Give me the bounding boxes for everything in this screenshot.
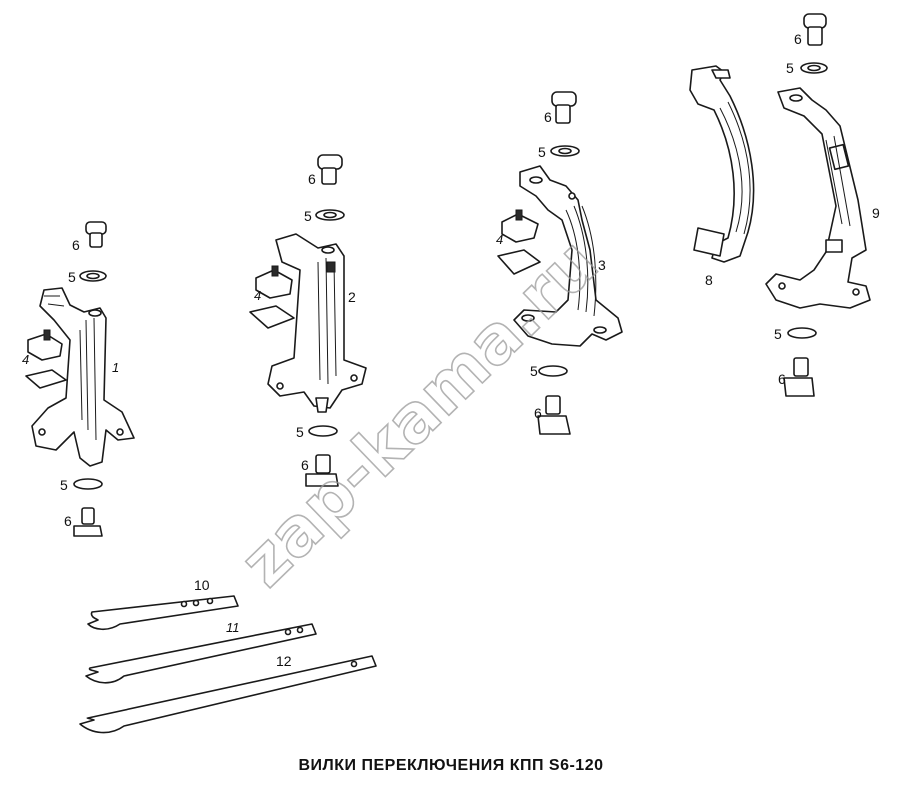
callout-5-bottom-fork-2: 5 [296,424,304,440]
fork-2 [267,233,367,413]
pads-fork-3 [497,209,541,275]
bolt-bottom-fork-9 [783,357,815,397]
fork-1 [31,287,135,467]
callout-6-top-fork-9: 6 [794,31,802,47]
bolt-top-fork-2 [317,154,343,185]
washer-bottom-fork-9 [787,327,817,339]
callout-5-bottom-fork-9: 5 [774,326,782,342]
bolt-top-fork-9 [803,13,827,46]
callout-4-fork-3: 4 [496,232,503,247]
bolt-top-fork-1 [85,221,107,248]
shim-12 [79,655,377,734]
pads-fork-1 [25,329,67,389]
bolt-bottom-fork-1 [73,507,103,537]
pads-fork-2 [249,265,295,329]
callout-5-bottom-fork-1: 5 [60,477,68,493]
fork-1-assembly [25,221,135,537]
callout-11: 11 [226,620,240,635]
fork-3-assembly [497,91,623,435]
diagram-caption: ВИЛКИ ПЕРЕКЛЮЧЕНИЯ КПП S6-120 [298,757,604,774]
callout-6-bottom-fork-9: 6 [778,371,786,387]
callout-5-bottom-fork-3: 5 [530,363,538,379]
fork-2-assembly [249,154,367,487]
callout-6-top-fork-1: 6 [72,237,80,253]
bolt-bottom-fork-2 [305,454,339,487]
fork-3 [513,165,623,347]
callout-5-top-fork-2: 5 [304,208,312,224]
callout-6-top-fork-2: 6 [308,171,316,187]
fork-8 [689,65,755,263]
callout-9: 9 [872,205,880,221]
callouts: 6 5 4 1 5 6 6 5 4 2 5 6 6 5 4 3 5 6 8 6 … [22,31,880,669]
callout-8: 8 [705,272,713,288]
callout-4-fork-2: 4 [254,288,261,303]
callout-6-bottom-fork-1: 6 [64,513,72,529]
callout-5-top-fork-9: 5 [786,60,794,76]
bolt-bottom-fork-3 [537,395,571,435]
callout-10: 10 [194,577,210,593]
callout-3: 3 [598,257,606,273]
callout-5-top-fork-1: 5 [68,269,76,285]
callout-6-bottom-fork-2: 6 [301,457,309,473]
washer-bottom-fork-2 [308,425,338,437]
callout-2: 2 [348,289,356,305]
callout-12: 12 [276,653,292,669]
fork-9-assembly [765,13,871,397]
callout-5-top-fork-3: 5 [538,144,546,160]
callout-4-fork-1: 4 [22,352,29,367]
washer-bottom-fork-3 [538,365,568,377]
callout-1: 1 [112,360,119,375]
fork-9 [765,87,871,309]
callout-6-bottom-fork-3: 6 [534,405,542,421]
washer-bottom-fork-1 [73,478,103,490]
shim-10 [87,595,239,631]
shim-11 [85,623,317,684]
callout-6-top-fork-3: 6 [544,109,552,125]
bolt-top-fork-3 [551,91,577,124]
